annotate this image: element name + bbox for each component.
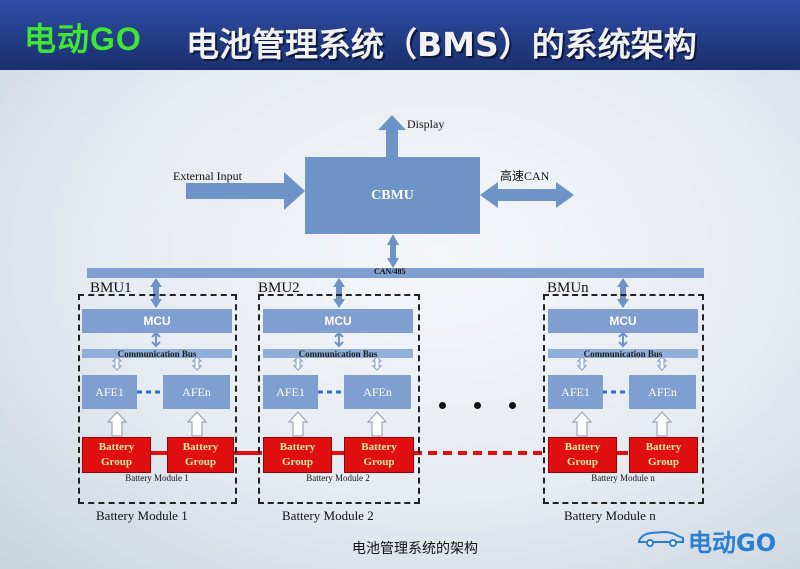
display-label: Display — [407, 117, 445, 131]
bmun-frame — [543, 294, 704, 504]
bmu2-afe1: AFE1 — [263, 375, 318, 409]
bmu1-module-inner: Battery Module 1 — [125, 473, 189, 483]
ellipsis-dot-1 — [439, 402, 446, 409]
bmu2-frame — [258, 294, 420, 504]
bmun-mcu: MCU — [548, 309, 698, 333]
bmu1-label: BMU1 — [90, 280, 132, 296]
bmun-label: BMUn — [547, 280, 589, 296]
external-input-arrow — [186, 172, 305, 210]
bmu1-frame — [78, 294, 237, 504]
cbmu-box: CBMU — [305, 157, 480, 234]
bmu1-battery-group-2: Battery Group — [167, 437, 234, 473]
can-bus — [87, 268, 704, 278]
can-high-label: 高速CAN — [500, 169, 550, 183]
bmu2-mcu: MCU — [263, 309, 413, 333]
bmun-battery-group-1: Battery Group — [548, 437, 617, 473]
bmu2-battery-group-2: Battery Group — [344, 437, 414, 473]
bmu2-module-inner: Battery Module 2 — [306, 473, 370, 483]
bmu1-module-label: Battery Module 1 — [96, 508, 188, 523]
bmun-afen: AFEn — [629, 375, 696, 409]
bmu1-afen: AFEn — [163, 375, 230, 409]
bmu2-module-label: Battery Module 2 — [282, 508, 374, 523]
bmu1-battery-group-1: Battery Group — [82, 437, 151, 473]
car-icon — [638, 530, 684, 547]
bmu1-mcu: MCU — [82, 309, 232, 333]
mcu-comm-arrows — [151, 331, 628, 348]
bmun-module-inner: Battery Module n — [591, 473, 655, 483]
cbmu-bus-arrow — [387, 234, 399, 268]
battery-afe-arrows — [106, 411, 673, 437]
bmun-comm-bus: Communication Bus — [548, 349, 698, 359]
bmu2-label: BMU2 — [258, 280, 300, 296]
ellipsis-dot-3 — [509, 402, 516, 409]
comm-afe-arrows — [111, 356, 668, 371]
brand-logo: 电动GO — [24, 21, 142, 57]
bmu2-battery-group-1: Battery Group — [263, 437, 332, 473]
bmu2-afen: AFEn — [344, 375, 411, 409]
display-arrow — [378, 115, 406, 157]
external-input-label: External Input — [173, 169, 242, 183]
bmu-bus-arrows — [150, 278, 629, 308]
can-bus-label: CAN/485 — [374, 267, 406, 276]
can-high-arrow — [480, 182, 574, 208]
bmu2-comm-bus: Communication Bus — [263, 349, 413, 359]
diagram-caption: 电池管理系统的架构 — [352, 541, 478, 557]
page-title: 电池管理系统（BMS）的系统架构 — [186, 25, 697, 64]
header-banner: 电动GO 电池管理系统（BMS）的系统架构 — [0, 0, 800, 70]
ellipsis-dot-2 — [474, 402, 481, 409]
bmun-afe1: AFE1 — [548, 375, 603, 409]
bmu1-comm-bus: Communication Bus — [82, 349, 232, 359]
bmu1-afe1: AFE1 — [82, 375, 137, 409]
bmun-battery-group-2: Battery Group — [629, 437, 698, 473]
watermark-logo: 电动GO — [688, 529, 777, 557]
bmun-module-label: Battery Module n — [564, 508, 656, 523]
